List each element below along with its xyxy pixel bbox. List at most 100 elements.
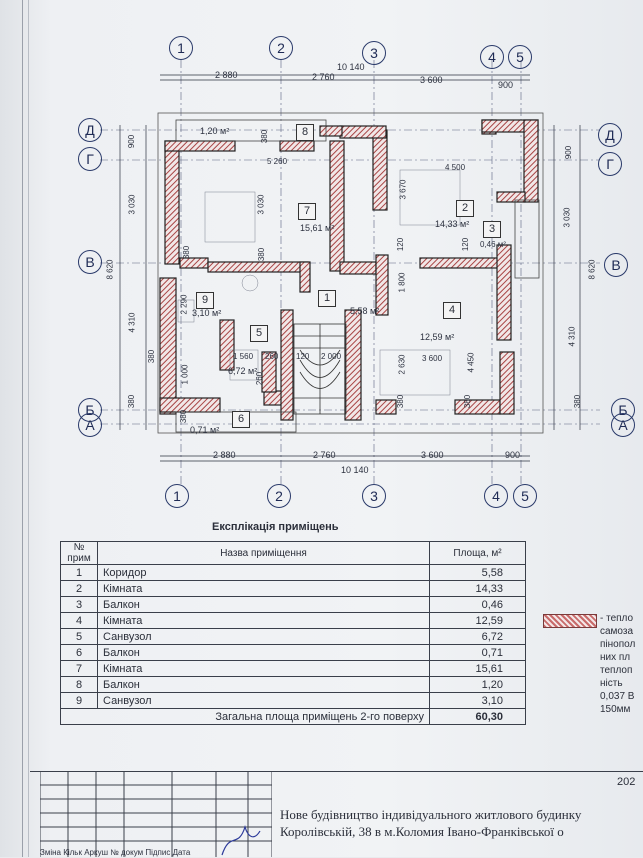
dim-interior: 1 000 [180,364,190,385]
axis-bubble-left: В [78,250,102,274]
project-title: Нове будівництво індивідуального житлово… [280,806,581,840]
dim-right: 4 310 [567,326,577,347]
dim-interior: 3 030 [256,194,266,215]
dim-interior: 4 450 [466,352,476,373]
room-number: 9 [196,292,214,309]
legend-text: - тепло самоза пінопол них пл теплоп ніс… [600,612,635,716]
dim-interior: 5 260 [267,157,288,166]
row-number: 8 [60,676,98,693]
legend-line: теплоп [600,665,633,676]
row-area: 3,10 [429,692,526,709]
axis-bubble-left: Г [78,147,102,171]
row-number: 6 [60,644,98,661]
row-number: 1 [60,564,98,581]
sheet-binding-line [22,0,23,857]
axis-bubble-bottom: 1 [165,484,189,508]
row-name: Коридор [97,564,430,581]
row-number: 9 [60,692,98,709]
row-name: Санвузол [97,692,430,709]
room-area: 12,59 м² [420,332,455,342]
floor-plan [100,60,600,485]
axis-bubble-top: 5 [508,45,532,69]
col-header-name: Назва приміщення [97,541,430,565]
row-name: Балкон [97,676,430,693]
project-title-line: Королівській, 38 в м.Коломия Івано-Франк… [280,824,564,839]
dim-right: 380 [573,394,583,409]
dim-left: 900 [127,134,137,149]
dim-right: 3 030 [562,207,572,228]
dim-interior: 4 500 [445,163,466,172]
row-number: 7 [60,660,98,677]
dim-interior: 2 630 [397,354,407,375]
dim-total-top: 10 140 [337,62,365,72]
dim-interior: 380 [257,247,267,262]
dim-interior: 380 [179,409,189,424]
dim-interior: 3 670 [398,179,408,200]
dim-interior: 120 [461,237,471,252]
room-area: 1,20 м² [200,126,230,136]
room-number: 3 [483,221,501,238]
axis-bubble-right: Г [598,152,622,176]
row-name: Балкон [97,644,430,661]
dim-interior: 380 [182,245,192,260]
title-block-grid [40,771,272,857]
row-number: 4 [60,612,98,629]
col-header-number: № прим [60,541,98,565]
title-block-year: 202 [617,776,636,788]
dim-top: 3 600 [420,75,443,85]
dim-interior: 3 600 [422,354,443,363]
room-number: 7 [298,203,316,220]
room-area: 15,61 м² [300,223,335,233]
dim-bottom: 3 600 [421,450,444,460]
axis-bubble-right: В [604,253,628,277]
row-name: Балкон [97,596,430,613]
dim-interior: 380 [463,394,473,409]
room-area: 6,72 м² [228,366,258,376]
axis-bubble-bottom: 2 [267,484,291,508]
row-number: 5 [60,628,98,645]
dim-top: 900 [498,80,514,90]
row-number: 2 [60,580,98,597]
dim-left: 4 310 [127,312,137,333]
dim-interior: 1 800 [397,272,407,293]
dim-bottom: 900 [505,450,521,460]
axis-bubble-bottom: 5 [513,484,537,508]
axis-bubble-right: А [611,413,635,437]
title-block [30,771,643,858]
sheet-binding-line [28,0,29,857]
room-number: 8 [296,124,314,141]
row-area: 1,20 [429,676,526,693]
dim-top: 2 760 [312,72,335,82]
room-area: 0,71 м² [190,425,220,435]
row-name: Кімната [97,580,430,597]
legend-line: них пл [600,652,631,663]
room-area: 0,46 м² [480,240,506,249]
legend-line: пінопол [600,639,636,650]
axis-bubble-top: 1 [169,36,193,60]
axis-bubble-top: 2 [269,36,293,60]
legend-line: самоза [600,626,634,637]
row-area: 0,71 [429,644,526,661]
dim-interior: 2 000 [321,352,342,361]
room-area: 5,58 м² [350,306,380,316]
dim-interior: 120 [396,237,406,252]
table-total-row: Загальна площа приміщень 2-го поверху 60… [60,708,526,725]
row-name: Кімната [97,612,430,629]
legend-line: 0,037 В [600,691,635,702]
room-area: 14,33 м² [435,219,470,229]
dim-left: 380 [127,394,137,409]
dim-bottom: 2 760 [313,450,336,460]
room-number: 4 [443,302,461,319]
dim-interior: 1 560 [233,352,254,361]
row-area: 12,59 [429,612,526,629]
dim-bottom: 2 880 [213,450,236,460]
